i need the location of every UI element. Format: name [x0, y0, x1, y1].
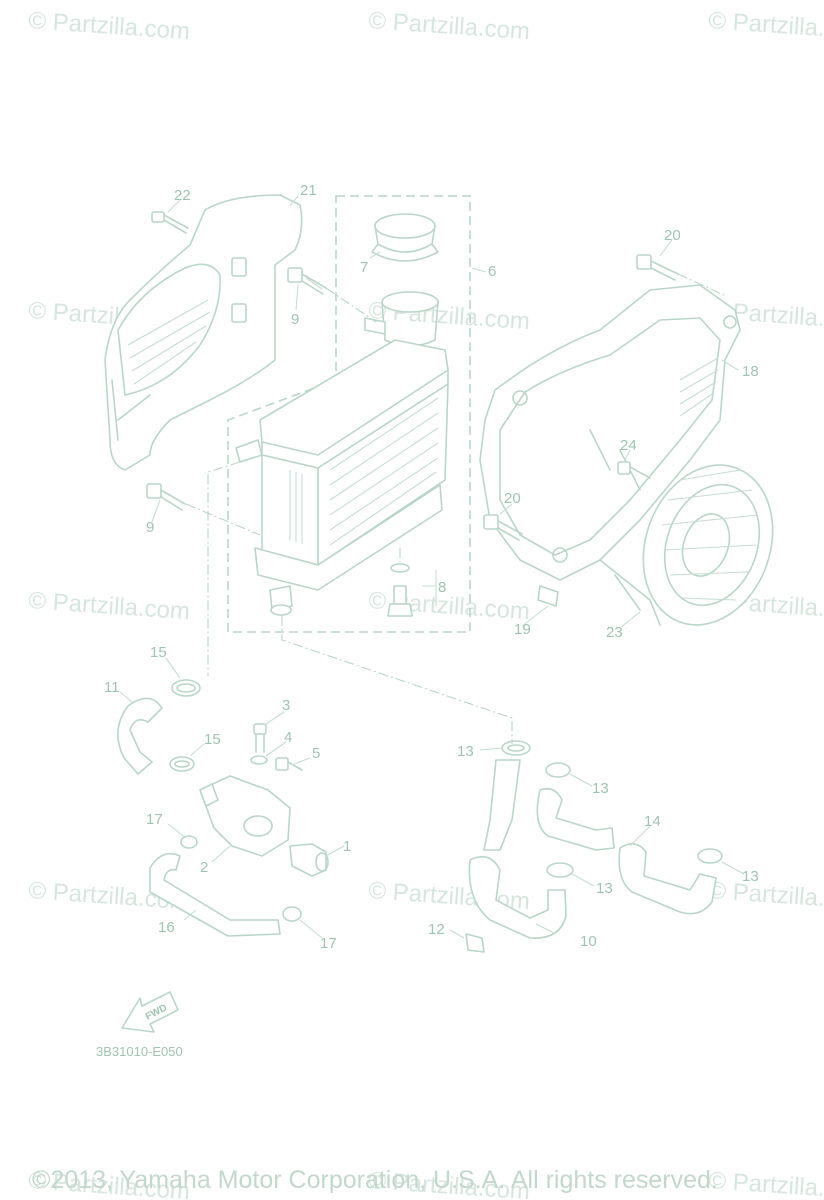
callout-9-lower: 9	[146, 519, 154, 536]
callout-17-b: 17	[320, 935, 337, 952]
leader-lines	[119, 195, 745, 939]
part-19-grommet	[537, 585, 559, 607]
callout-18: 18	[742, 363, 759, 380]
callout-13-a: 13	[457, 743, 474, 760]
callout-20-lower: 20	[504, 490, 521, 507]
callout-7: 7	[360, 259, 368, 276]
callout-1: 1	[343, 838, 351, 855]
part-4-washer	[250, 755, 268, 765]
callout-14: 14	[644, 813, 661, 830]
part-10-hose	[468, 759, 567, 939]
part-1-thermostat	[289, 843, 329, 877]
callout-5: 5	[312, 745, 320, 762]
callout-10: 10	[580, 933, 597, 950]
callout-20-upper: 20	[664, 227, 681, 244]
part-20-bolt-lower	[483, 514, 523, 541]
part-8-drain-bolt	[387, 563, 413, 617]
callout-21: 21	[300, 182, 317, 199]
callout-13-c: 13	[596, 880, 613, 897]
callout-13-b: 13	[592, 780, 609, 797]
callout-17-a: 17	[146, 811, 163, 828]
part-13-clamp-2	[545, 762, 571, 778]
callout-6: 6	[488, 263, 496, 280]
part-20-bolt-upper	[636, 254, 679, 281]
part-14-hose	[536, 787, 717, 915]
callout-15-b: 15	[204, 731, 221, 748]
callout-8: 8	[438, 579, 446, 596]
part-2-thermostat-housing	[199, 775, 291, 857]
part-9-bolt-lower	[146, 483, 186, 511]
part-6-radiator	[235, 291, 449, 616]
callout-19: 19	[514, 621, 531, 638]
watermark: © Partzilla.com	[708, 7, 824, 45]
watermark: © Partzilla.com	[708, 1167, 824, 1200]
part-13-clamp-1	[501, 740, 531, 756]
part-7-radiator-cap	[371, 213, 439, 262]
part-13-clamp-4	[697, 848, 723, 864]
part-5-bolt	[275, 757, 303, 771]
part-13-clamp-3	[546, 862, 574, 878]
part-23-fan	[599, 464, 774, 626]
part-17-clamp-lower	[282, 906, 302, 922]
part-15-clamp-lower	[169, 756, 195, 772]
part-12-clip	[465, 933, 485, 953]
drawing-code: 3B31010-E050	[96, 1044, 183, 1059]
callout-numbers: 1 2 3 4 5 6 7 8 9 9 10 11 12 13 13 13 13…	[104, 182, 759, 952]
part-21-radiator-cover	[104, 194, 303, 471]
watermark: © Partzilla.com	[28, 7, 191, 45]
part-11-hose	[117, 697, 163, 775]
part-15-clamp-upper	[171, 679, 201, 697]
part-3-bolt	[253, 723, 267, 753]
callout-9-upper: 9	[291, 311, 299, 328]
callout-2: 2	[200, 859, 208, 876]
watermark: © Partzilla.com	[708, 877, 824, 915]
part-18-fan-shroud	[479, 284, 741, 581]
part-9-bolt-upper	[287, 267, 327, 295]
callout-13-d: 13	[742, 868, 759, 885]
part-17-clamp-upper	[180, 835, 198, 849]
callout-24: 24	[620, 437, 637, 454]
callout-11: 11	[104, 679, 120, 696]
fwd-arrow-icon: FWD	[121, 991, 179, 1033]
watermark: © Partzilla.com	[368, 7, 531, 45]
copyright-notice: ©2013, Yamaha Motor Corporation, U.S.A. …	[32, 1166, 718, 1194]
callout-22: 22	[174, 187, 191, 204]
callout-23: 23	[606, 624, 623, 641]
part-16-hose	[149, 852, 281, 937]
watermark: © Partzilla.com	[28, 587, 191, 625]
callout-12: 12	[428, 921, 445, 938]
callout-3: 3	[282, 697, 290, 714]
assembly-paths	[185, 273, 727, 744]
callout-4: 4	[284, 729, 292, 746]
callout-16: 16	[158, 919, 175, 936]
part-22-bolt	[151, 211, 189, 234]
callout-15-a: 15	[150, 644, 167, 661]
